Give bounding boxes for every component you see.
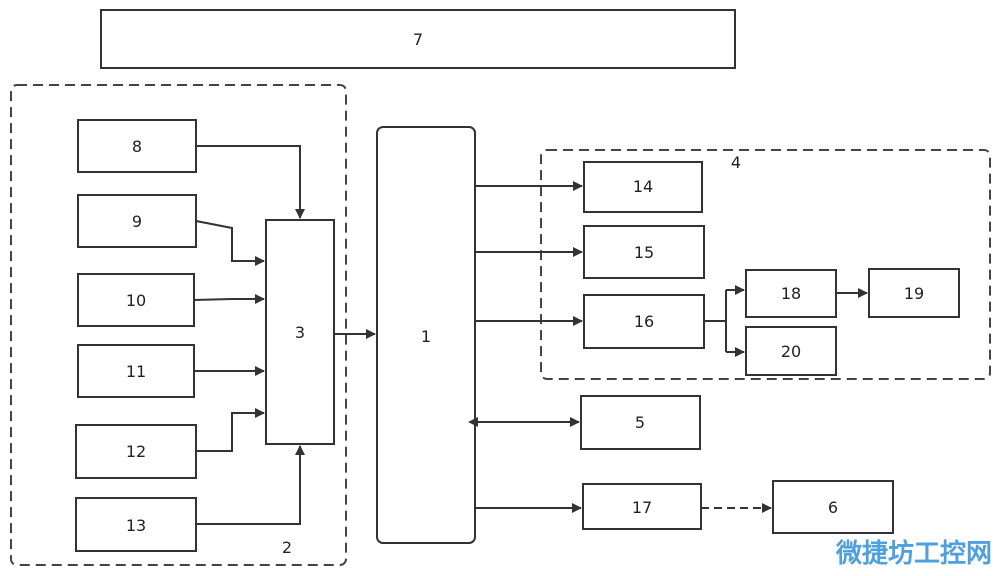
block-11-label: 11 xyxy=(126,362,146,381)
block-11: 11 xyxy=(77,344,195,398)
block-7-label: 7 xyxy=(413,30,423,49)
block-16-label: 16 xyxy=(634,312,654,331)
block-18: 18 xyxy=(745,269,837,318)
block-3: 3 xyxy=(265,219,335,445)
arrow-10-to-3 xyxy=(193,294,265,304)
block-10: 10 xyxy=(77,273,195,327)
arrow-13-to-3 xyxy=(196,445,305,525)
block-19-label: 19 xyxy=(904,284,924,303)
arrow-8-to-3 xyxy=(196,145,305,219)
block-12: 12 xyxy=(75,424,197,479)
block-20-label: 20 xyxy=(781,342,801,361)
group-4-label: 4 xyxy=(731,153,741,172)
block-9-label: 9 xyxy=(132,212,142,231)
block-10-label: 10 xyxy=(126,291,146,310)
block-6-label: 6 xyxy=(828,498,838,517)
block-17-label: 17 xyxy=(632,498,652,517)
group-2-label: 2 xyxy=(282,538,292,557)
block-12-label: 12 xyxy=(126,442,146,461)
watermark-text: 微捷坊工控网 xyxy=(835,538,992,569)
block-20: 20 xyxy=(745,326,837,376)
block-17: 17 xyxy=(582,483,702,530)
block-9: 9 xyxy=(77,194,197,248)
block-16: 16 xyxy=(583,294,705,349)
block-3-label: 3 xyxy=(295,323,305,342)
block-6: 6 xyxy=(772,480,894,534)
block-18-label: 18 xyxy=(781,284,801,303)
group-4: 4 xyxy=(540,149,991,380)
block-8-label: 8 xyxy=(132,137,142,156)
block-15: 15 xyxy=(583,225,705,279)
connector-16-branch xyxy=(704,290,727,352)
block-5-label: 5 xyxy=(635,413,645,432)
block-7: 7 xyxy=(100,9,736,69)
block-14: 14 xyxy=(583,161,703,213)
group-2: 2 xyxy=(10,84,347,566)
block-8: 8 xyxy=(77,119,197,173)
arrow-9-to-3 xyxy=(195,220,265,266)
block-5: 5 xyxy=(580,395,701,450)
block-15-label: 15 xyxy=(634,243,654,262)
block-19: 19 xyxy=(868,268,960,318)
arrow-12-to-3 xyxy=(196,408,265,452)
block-1-label: 1 xyxy=(421,327,431,346)
block-14-label: 14 xyxy=(633,177,653,196)
block-1: 1 xyxy=(376,126,476,544)
block-13: 13 xyxy=(75,497,197,552)
block-13-label: 13 xyxy=(126,516,146,535)
